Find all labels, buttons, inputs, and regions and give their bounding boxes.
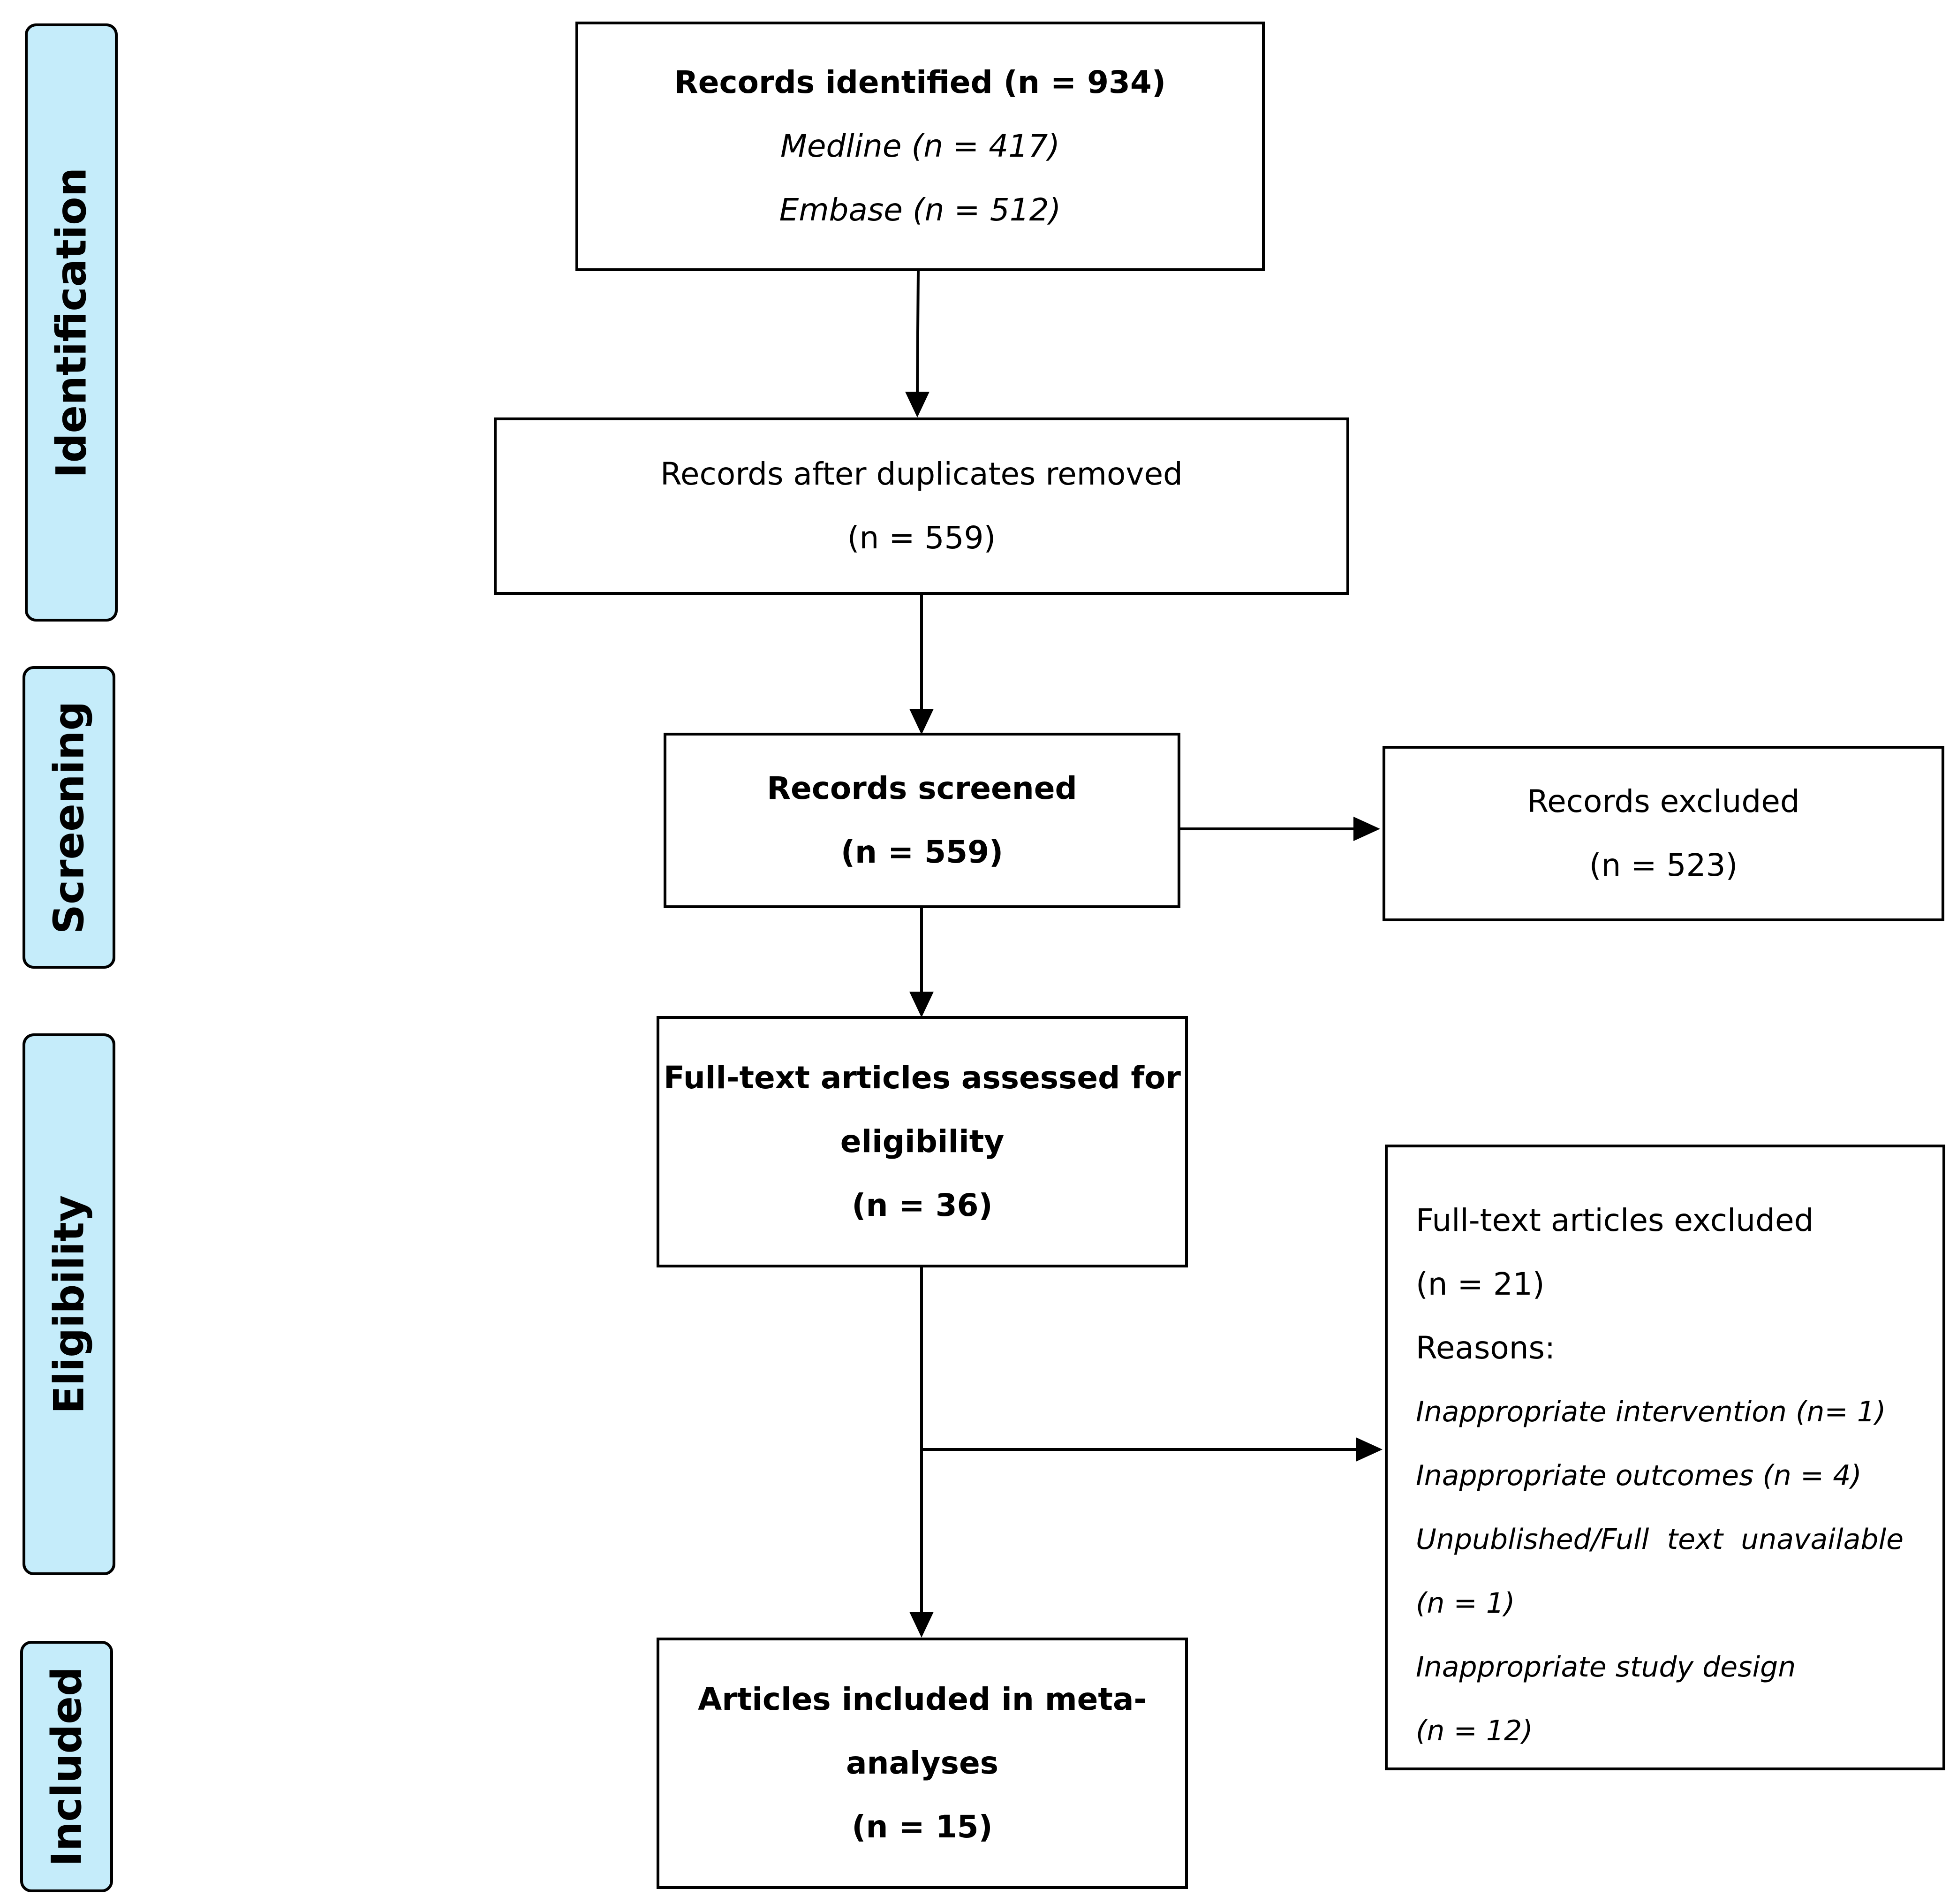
arrowhead-screened-to-excluded bbox=[1353, 817, 1380, 841]
fulltext-excluded-line2: (n = 21) bbox=[1416, 1266, 1545, 1302]
stage-screening: Screening bbox=[23, 666, 115, 969]
stage-included: Included bbox=[20, 1641, 113, 1892]
fulltext-line1: Full-text articles assessed for bbox=[664, 1060, 1181, 1096]
excluded-line2: (n = 523) bbox=[1589, 847, 1738, 883]
included-line2: analyses bbox=[846, 1745, 999, 1781]
deduplicated-line2: (n = 559) bbox=[847, 520, 996, 556]
stage-screening-label: Screening bbox=[45, 701, 93, 934]
reason-item: (n = 1) bbox=[1416, 1587, 1515, 1620]
records-identified-medline: Medline (n = 417) bbox=[780, 128, 1060, 164]
screened-line2: (n = 559) bbox=[840, 834, 1004, 870]
box-records-excluded: Records excluded (n = 523) bbox=[1383, 746, 1944, 921]
included-line3: (n = 15) bbox=[852, 1809, 993, 1845]
stage-identification-label: Identification bbox=[47, 167, 96, 478]
reason-item: Inappropriate study design bbox=[1416, 1651, 1796, 1684]
box-fulltext-assessed: Full-text articles assessed for eligibil… bbox=[657, 1016, 1188, 1267]
fulltext-excluded-line1: Full-text articles excluded bbox=[1416, 1202, 1814, 1238]
excluded-line1: Records excluded bbox=[1527, 783, 1800, 819]
records-identified-embase: Embase (n = 512) bbox=[779, 192, 1061, 228]
arrowhead-identified-to-dedup bbox=[905, 392, 929, 417]
fulltext-line2: eligibility bbox=[840, 1123, 1005, 1160]
included-line1: Articles included in meta- bbox=[698, 1681, 1147, 1717]
box-records-identified: Records identified (n = 934) Medline (n … bbox=[575, 22, 1265, 271]
fulltext-line3: (n = 36) bbox=[852, 1187, 993, 1223]
box-articles-included: Articles included in meta- analyses (n =… bbox=[657, 1638, 1188, 1889]
screened-line1: Records screened bbox=[767, 770, 1077, 806]
deduplicated-line1: Records after duplicates removed bbox=[660, 456, 1183, 492]
arrowhead-to-fulltext-excluded bbox=[1356, 1437, 1383, 1462]
reason-item: Unpublished/Full text unavailable bbox=[1416, 1523, 1904, 1556]
box-records-screened: Records screened (n = 559) bbox=[664, 733, 1180, 908]
reason-item: (n = 12) bbox=[1416, 1714, 1533, 1747]
box-records-deduplicated: Records after duplicates removed (n = 55… bbox=[494, 417, 1349, 595]
stage-eligibility: Eligibility bbox=[23, 1033, 115, 1575]
arrowhead-dedup-to-screened bbox=[909, 709, 934, 735]
stage-included-label: Included bbox=[42, 1666, 91, 1867]
stage-identification: Identification bbox=[25, 23, 118, 622]
reason-item: Inappropriate intervention (n= 1) bbox=[1416, 1396, 1886, 1428]
arrowhead-fulltext-to-included bbox=[909, 1612, 934, 1638]
arrowhead-screened-to-fulltext bbox=[909, 992, 934, 1017]
stage-eligibility-label: Eligibility bbox=[45, 1195, 93, 1414]
records-identified-title: Records identified (n = 934) bbox=[674, 64, 1166, 100]
fulltext-excluded-line3: Reasons: bbox=[1416, 1330, 1556, 1366]
reason-item: Inappropriate outcomes (n = 4) bbox=[1416, 1459, 1862, 1492]
box-fulltext-excluded: Full-text articles excluded (n = 21) Rea… bbox=[1385, 1145, 1945, 1770]
arrow-identified-to-dedup bbox=[916, 270, 920, 394]
